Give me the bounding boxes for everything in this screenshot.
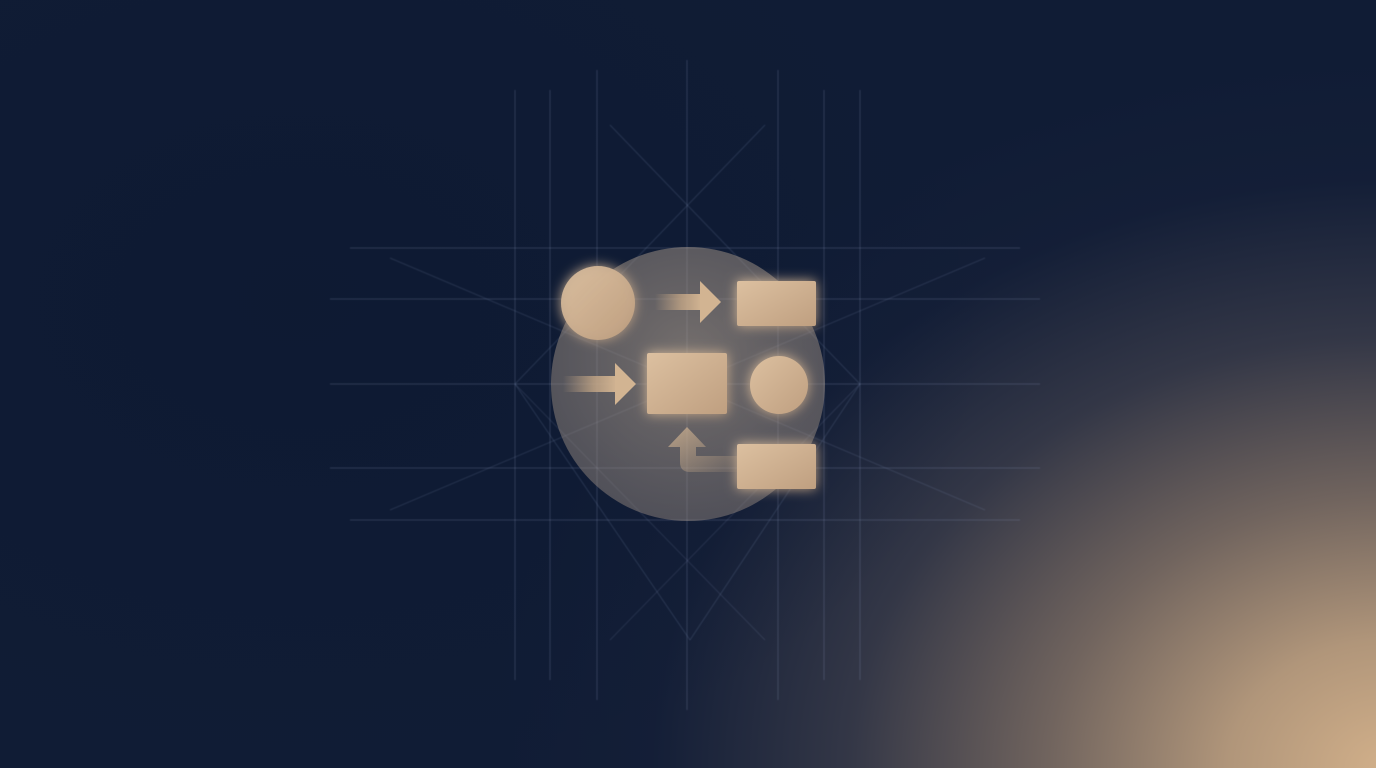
flow-arrow-return — [668, 427, 737, 472]
flow-arrow-middle — [563, 363, 636, 405]
flow-arrow-top — [655, 281, 721, 323]
decision-node-circle — [750, 356, 808, 414]
process-node-center — [647, 353, 727, 414]
process-node-top-right — [737, 281, 816, 326]
process-node-bottom-right — [737, 444, 816, 489]
start-node-circle — [561, 266, 635, 340]
